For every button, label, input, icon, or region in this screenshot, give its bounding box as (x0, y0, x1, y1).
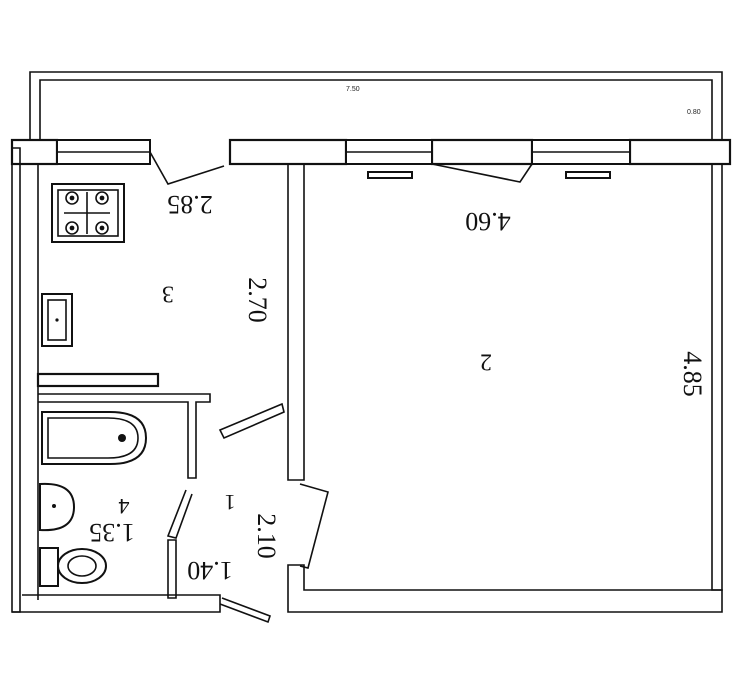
wall-bathroom-top (38, 393, 211, 479)
wall-top-right (628, 138, 732, 166)
doors (149, 151, 611, 624)
door-balcony-room (431, 163, 533, 183)
bathroom-fixtures (39, 411, 148, 587)
bathroom-walls (36, 372, 211, 599)
room-main-number: 2 (480, 348, 492, 374)
door-balcony-kitchen (149, 151, 225, 185)
bathtub-icon (41, 411, 148, 465)
door-room (299, 483, 329, 569)
door-entrance (219, 597, 272, 624)
balcony-depth-label: 0.80 (687, 109, 701, 116)
wall-right (711, 164, 723, 591)
room2-length-label: 4.85 (678, 351, 707, 397)
wall-top-middle (228, 138, 348, 166)
wall-bathroom-right (167, 539, 177, 599)
labels: 2.85 4.60 3 2.70 2 4.85 1 4 1.35 2.10 1.… (89, 190, 707, 585)
balcony: 7.50 0.80 (29, 71, 723, 140)
wall-top-left (10, 138, 59, 166)
room2-width-label: 4.60 (465, 207, 511, 236)
wall-bottom-right (287, 564, 723, 613)
kitchen-fixtures (41, 183, 125, 347)
hall-length-label: 2.10 (252, 513, 281, 559)
wall-top-right-middle (430, 138, 534, 166)
wall-bottom-left (12, 594, 221, 613)
room-bath-number: 4 (119, 494, 130, 519)
room-kitchen-number: 3 (162, 280, 174, 306)
window-radiator-2 (565, 171, 611, 179)
room-hall-number: 1 (225, 490, 236, 515)
toilet-bowl-icon (57, 548, 107, 584)
balcony-length-label: 7.50 (346, 86, 360, 93)
toilet-tank-icon (39, 547, 59, 587)
door-bathroom (166, 489, 193, 539)
kitchen-width-label: 2.85 (167, 190, 213, 219)
hall-width-label: 1.40 (187, 556, 233, 585)
window-radiator-1 (367, 171, 413, 179)
kitchen-length-label: 2.70 (243, 277, 272, 323)
door-kitchen (218, 402, 285, 440)
outer-walls (10, 138, 732, 613)
wall-left (11, 140, 21, 613)
wall-interior-main (287, 164, 305, 481)
counter (36, 372, 160, 388)
bath-width-label: 1.35 (89, 518, 135, 547)
washbasin-icon (39, 482, 76, 532)
